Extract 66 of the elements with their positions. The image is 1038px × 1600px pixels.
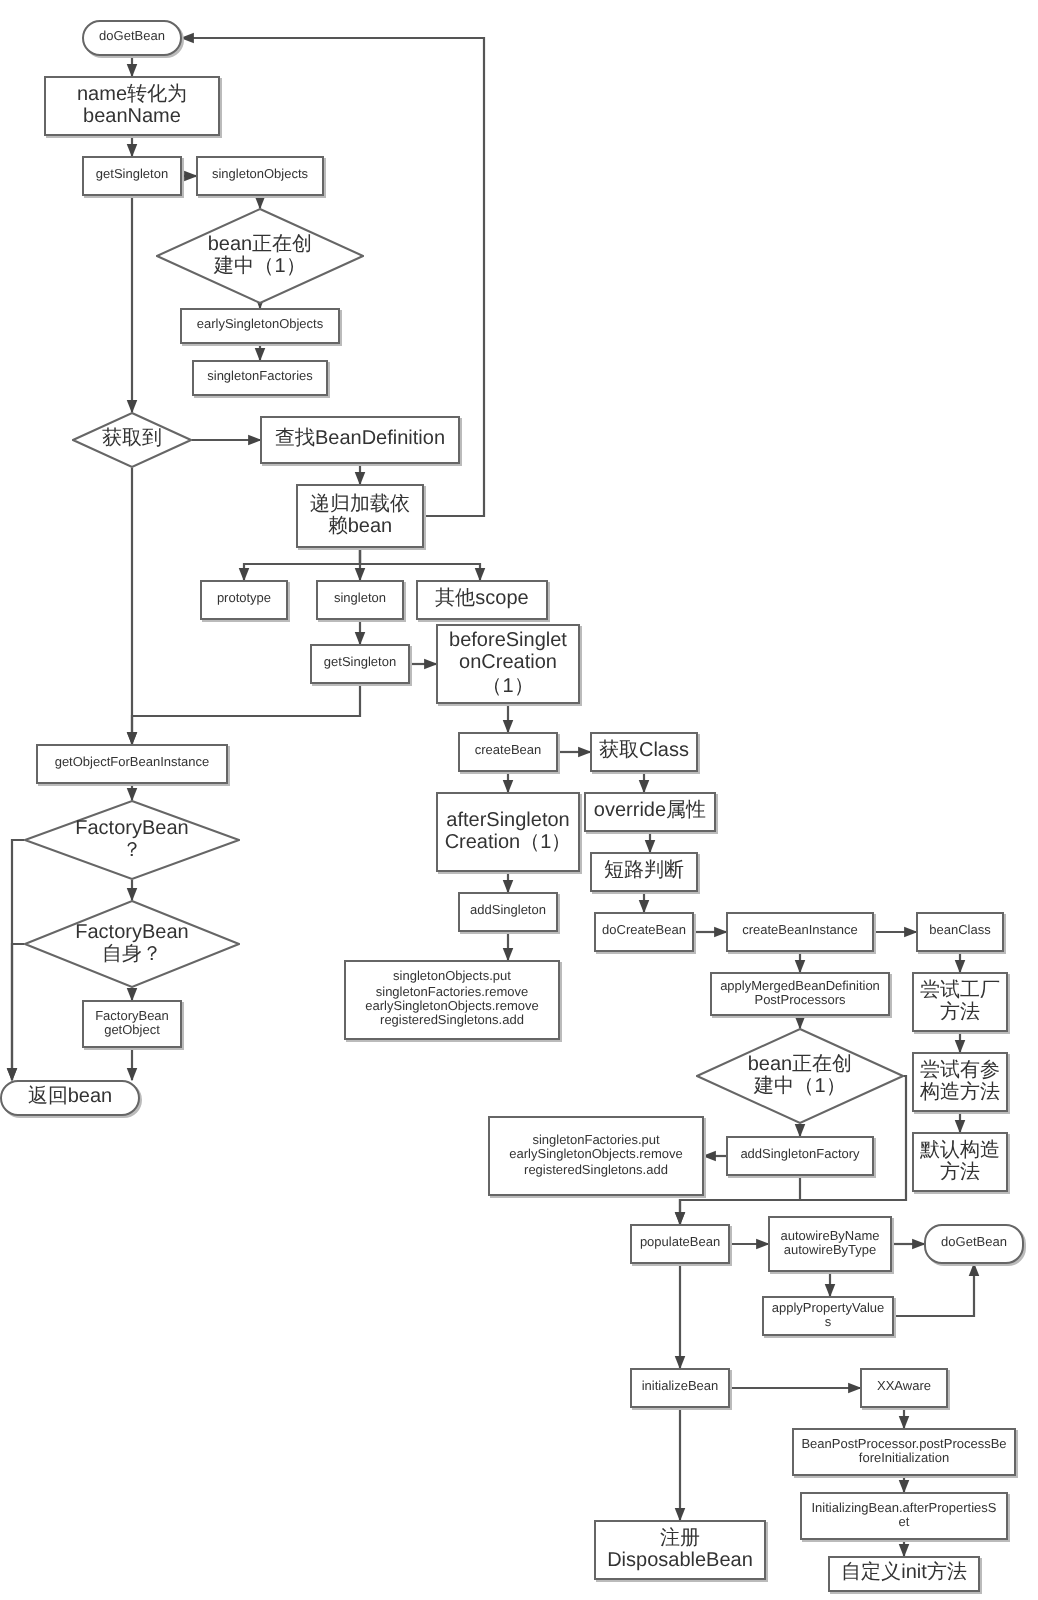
arrow <box>898 1476 910 1494</box>
arrow <box>254 344 266 362</box>
arrow <box>674 1176 802 1226</box>
arrow <box>892 1238 926 1250</box>
process-box: 递归加载依赖bean <box>296 484 424 548</box>
arrow <box>6 942 24 1082</box>
arrow <box>954 1112 966 1134</box>
arrow <box>638 772 650 794</box>
arrow <box>894 1262 980 1318</box>
process-box: 尝试有参构造方法 <box>912 1052 1008 1112</box>
arrow <box>674 1264 686 1370</box>
process-box: 尝试工厂方法 <box>912 972 1008 1032</box>
arrow <box>794 952 806 974</box>
arrow <box>126 136 138 158</box>
decision-diamond: bean正在创建中（1） <box>696 1028 904 1124</box>
arrow <box>898 1540 910 1558</box>
arrow <box>502 704 514 734</box>
process-box: 获取Class <box>590 732 698 772</box>
arrow <box>794 1124 806 1138</box>
arrow <box>954 1032 966 1054</box>
arrow <box>502 772 514 794</box>
arrow <box>694 926 728 938</box>
process-box: override属性 <box>584 792 716 832</box>
arrow <box>126 56 138 78</box>
arrow <box>126 784 138 802</box>
arrow <box>730 1238 770 1250</box>
decision-diamond: 获取到 <box>72 412 192 468</box>
decision-diamond: FactoryBean？ <box>24 800 240 880</box>
arrow <box>126 880 138 902</box>
arrow <box>354 620 366 646</box>
arrow <box>644 832 656 854</box>
arrow <box>702 1150 726 1162</box>
arrow <box>674 1408 686 1522</box>
arrow <box>254 196 266 210</box>
arrow <box>558 746 592 758</box>
arrow <box>502 872 514 894</box>
decision-diamond: bean正在创建中（1） <box>156 208 364 304</box>
arrow <box>182 170 198 182</box>
process-box: afterSingletonCreation（1） <box>436 792 580 872</box>
arrow <box>358 548 486 582</box>
arrow <box>898 1408 910 1430</box>
process-box: 自定义init方法 <box>828 1556 980 1592</box>
arrow <box>354 464 366 486</box>
arrow <box>126 468 138 746</box>
process-box: 默认构造方法 <box>912 1132 1008 1192</box>
arrow <box>192 434 262 446</box>
decision-diamond: FactoryBean自身？ <box>24 900 240 988</box>
process-box: name转化为beanName <box>44 76 220 136</box>
arrow <box>410 658 438 670</box>
process-box: beforeSingletonCreation（1） <box>436 624 580 704</box>
arrow <box>824 1272 836 1298</box>
arrow <box>730 1382 862 1394</box>
process-box: 注册 DisposableBean <box>594 1520 766 1580</box>
arrow <box>874 926 918 938</box>
arrow <box>126 1048 138 1082</box>
arrow <box>502 932 514 962</box>
arrow <box>126 988 138 1002</box>
terminal-box: 返回bean <box>0 1080 140 1116</box>
process-box: 其他scope <box>416 580 548 620</box>
arrow <box>638 892 650 914</box>
arrow <box>954 952 966 974</box>
process-box: 查找BeanDefinition <box>260 416 460 464</box>
process-box: 短路判断 <box>590 852 698 892</box>
arrow <box>126 196 138 414</box>
arrow <box>794 1016 806 1030</box>
arrow <box>180 32 486 518</box>
